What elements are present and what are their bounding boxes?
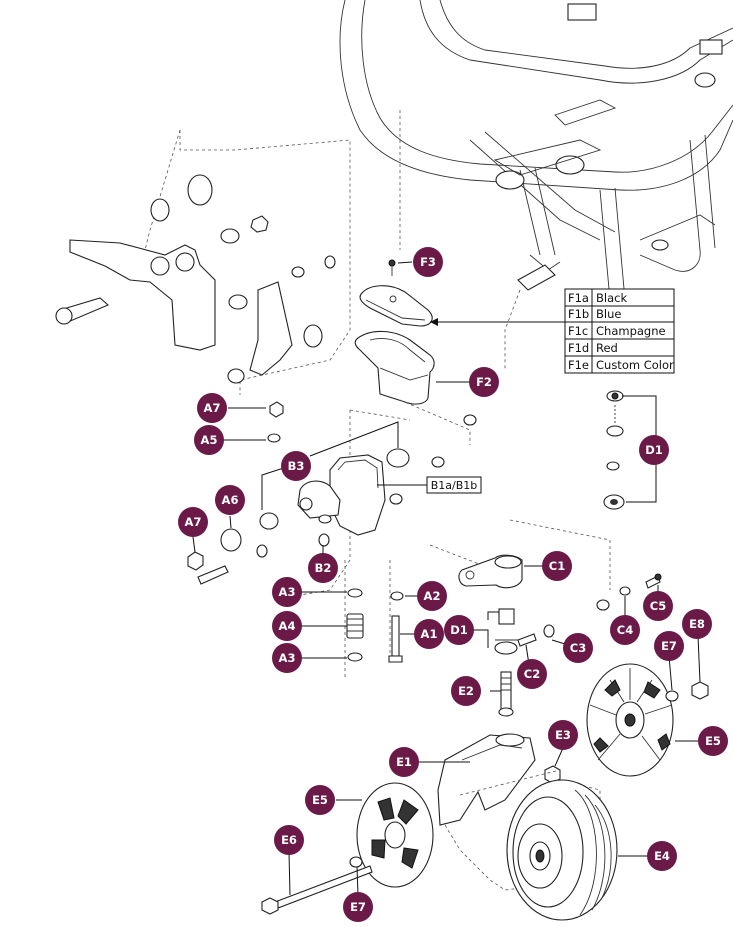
svg-text:B3: B3 <box>288 459 305 473</box>
svg-text:E1: E1 <box>396 755 412 769</box>
callout-a3-top: A3 <box>272 577 302 607</box>
callout-a3-bottom: A3 <box>272 643 302 673</box>
svg-text:A3: A3 <box>279 585 296 599</box>
svg-text:E7: E7 <box>661 639 677 653</box>
callout-e7-left: E7 <box>343 892 373 922</box>
svg-text:A6: A6 <box>222 493 239 507</box>
wheel-hardware-right <box>665 681 709 702</box>
svg-text:C5: C5 <box>650 599 666 613</box>
color-code-cell: F1c <box>568 324 588 338</box>
svg-text:B2: B2 <box>315 561 332 575</box>
callout-b1-box: B1a/B1b <box>426 476 482 494</box>
svg-text:D1: D1 <box>450 623 468 637</box>
svg-text:A5: A5 <box>201 433 218 447</box>
callout-a6: A6 <box>215 485 245 515</box>
color-name-cell: Champagne <box>596 324 666 338</box>
svg-text:A1: A1 <box>421 627 438 641</box>
svg-text:E6: E6 <box>281 833 297 847</box>
callout-e4: E4 <box>647 841 677 871</box>
callout-c1: C1 <box>542 551 572 581</box>
callout-e7-right: E7 <box>654 631 684 661</box>
callout-e2: E2 <box>451 676 481 706</box>
callout-a4: A4 <box>272 611 302 641</box>
svg-text:C4: C4 <box>617 623 633 637</box>
color-code-cell: F1a <box>568 291 589 305</box>
callout-e5-right: E5 <box>698 726 728 756</box>
callout-c5: C5 <box>643 591 673 621</box>
color-code-cell: F1d <box>568 341 589 355</box>
svg-text:E5: E5 <box>705 734 721 748</box>
svg-text:E4: E4 <box>654 849 670 863</box>
callout-f2: F2 <box>469 367 499 397</box>
callout-d1-center: D1 <box>444 615 474 645</box>
callout-c2: C2 <box>517 659 547 689</box>
svg-text:E8: E8 <box>689 617 705 631</box>
svg-text:D1: D1 <box>645 443 663 457</box>
callout-a7-top: A7 <box>197 393 227 423</box>
axle-bolt <box>261 856 373 915</box>
svg-text:E3: E3 <box>555 728 571 742</box>
callout-d1-right: D1 <box>639 435 669 465</box>
svg-text:F3: F3 <box>420 255 436 269</box>
color-code-cell: F1b <box>568 307 589 321</box>
callout-e6: E6 <box>274 825 304 855</box>
wheel-cover-left <box>356 782 434 888</box>
svg-text:A7: A7 <box>204 401 221 415</box>
svg-text:E2: E2 <box>458 684 474 698</box>
callout-e3: E3 <box>548 720 578 750</box>
callout-e5-left: E5 <box>305 785 335 815</box>
callout-a5: A5 <box>194 425 224 455</box>
svg-text:A3: A3 <box>279 651 296 665</box>
fastener-stack-a <box>344 560 404 680</box>
color-name-cell: Custom Color <box>596 358 674 372</box>
caster-housing-assembly <box>187 399 477 596</box>
color-name-cell: Black <box>596 291 627 305</box>
callout-c3: C3 <box>563 633 593 663</box>
chair-frame <box>339 0 733 370</box>
svg-text:C1: C1 <box>549 559 565 573</box>
svg-text:A2: A2 <box>424 589 441 603</box>
svg-text:C3: C3 <box>570 641 586 655</box>
caster-fork-assembly <box>437 671 601 891</box>
wheel-cover-right <box>586 663 674 777</box>
svg-text:E5: E5 <box>312 793 328 807</box>
svg-text:C2: C2 <box>524 667 540 681</box>
color-name-cell: Blue <box>596 307 621 321</box>
callout-c4: C4 <box>610 615 640 645</box>
callout-b3: B3 <box>281 451 311 481</box>
left-bracket-assembly <box>55 129 351 395</box>
armrest-pad-assembly <box>354 259 435 405</box>
color-option-table: F1a Black F1b Blue F1c Champagne F1d Red… <box>564 288 675 374</box>
wheel-tire <box>506 779 618 921</box>
color-code-cell: F1e <box>568 358 589 372</box>
callout-a7-left: A7 <box>178 507 208 537</box>
callout-b2: B2 <box>308 553 338 583</box>
svg-text:E7: E7 <box>350 900 366 914</box>
color-name-cell: Red <box>596 341 618 355</box>
svg-text:B1a/B1b: B1a/B1b <box>431 479 478 492</box>
svg-text:A4: A4 <box>279 619 296 633</box>
fork-stem-assembly <box>429 519 662 655</box>
callout-labels: F3 F2 A7 A5 B3 A6 A7 B2 A3 A4 A3 A2 A1 D… <box>178 247 728 922</box>
callout-e1: E1 <box>389 747 419 777</box>
callout-a2: A2 <box>417 581 447 611</box>
callout-a1: A1 <box>414 619 444 649</box>
svg-text:F2: F2 <box>476 375 492 389</box>
callout-e8: E8 <box>682 609 712 639</box>
svg-text:A7: A7 <box>185 515 202 529</box>
callout-f3: F3 <box>413 247 443 277</box>
